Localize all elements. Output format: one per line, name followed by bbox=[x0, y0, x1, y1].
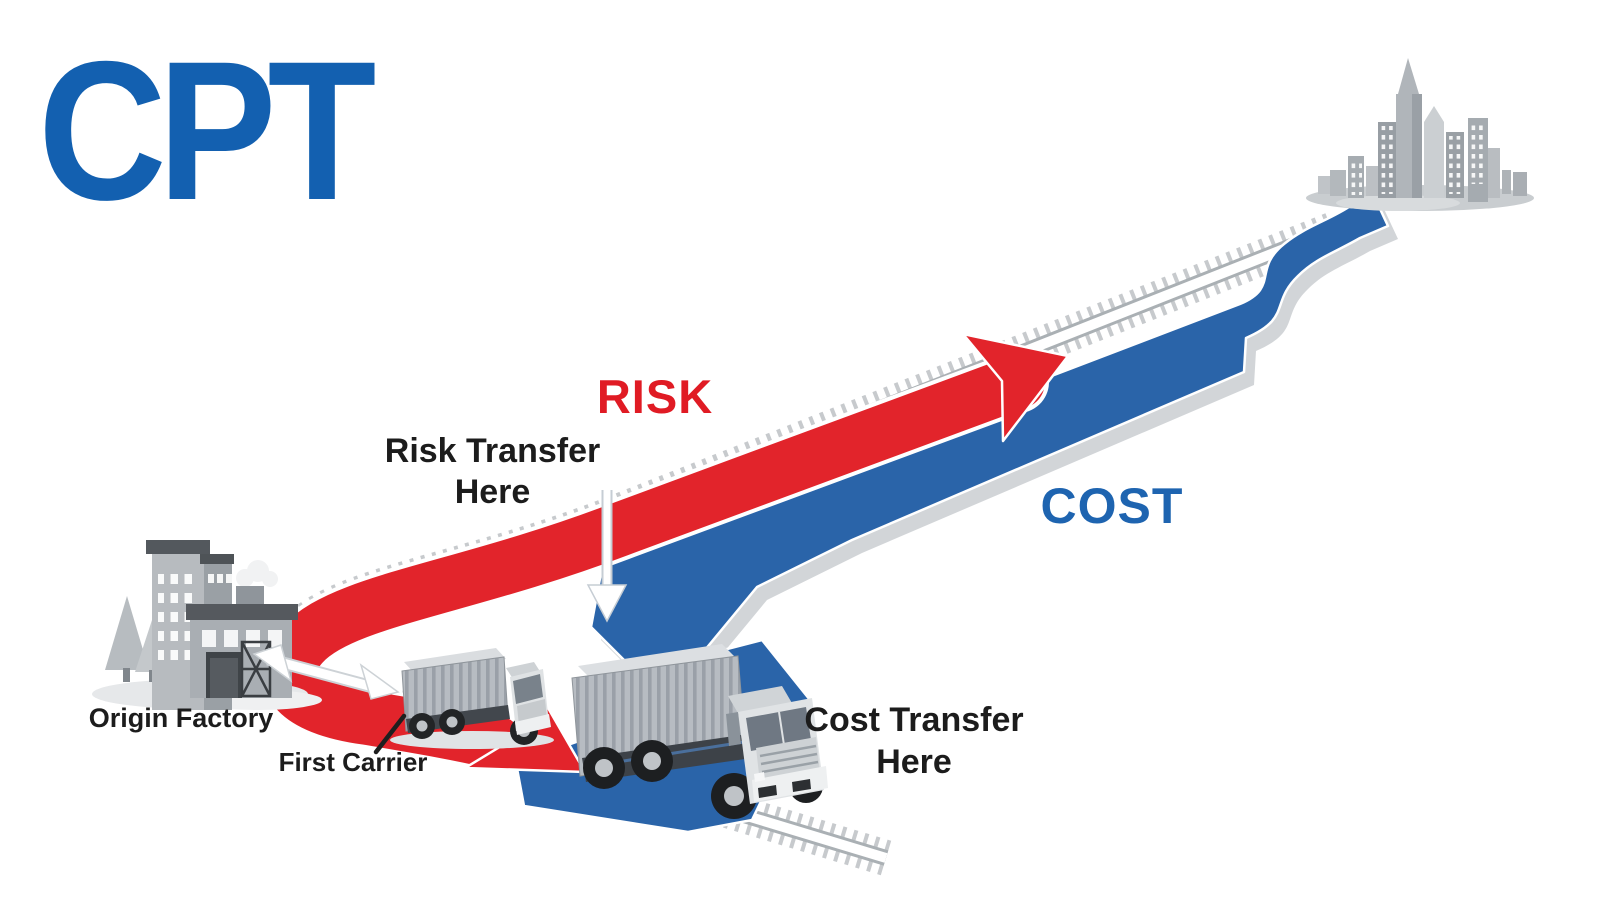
city-building bbox=[1424, 122, 1444, 198]
city-platform-inner bbox=[1336, 195, 1460, 211]
small-truck-wheel-hub bbox=[416, 720, 428, 732]
warehouse-window bbox=[268, 630, 282, 647]
factory-annex-window bbox=[226, 574, 232, 583]
warehouse-garage-inner bbox=[210, 658, 238, 698]
first-carrier-pointer-line bbox=[373, 713, 407, 755]
origin-factory-label: Origin Factory bbox=[88, 703, 274, 733]
risk-label: RISK bbox=[596, 370, 714, 423]
handover-arrowhead-factory bbox=[252, 644, 293, 683]
large-truck-wheel-hub bbox=[643, 752, 661, 770]
city-spire-shade bbox=[1412, 94, 1422, 198]
small-truck-wheel-hub bbox=[446, 716, 458, 728]
warehouse-roof bbox=[186, 604, 298, 620]
factory-annex-roof bbox=[200, 554, 234, 564]
large-truck-bumper-insert bbox=[792, 779, 811, 792]
city-building-windows bbox=[1470, 122, 1486, 184]
first-carrier-label: First Carrier bbox=[278, 747, 428, 777]
factory-tower-roof bbox=[146, 540, 210, 554]
factory-annex-window bbox=[217, 574, 223, 583]
handover-arrow bbox=[252, 644, 400, 700]
risk-arrowhead-destination bbox=[961, 332, 1070, 443]
warehouse-window bbox=[202, 630, 216, 647]
tree-icon bbox=[105, 596, 149, 670]
risk-pointer-head bbox=[586, 584, 628, 623]
risk-transfer-pointer-arrow bbox=[586, 490, 628, 623]
first-carrier-truck bbox=[390, 648, 554, 749]
cost-label: COST bbox=[1040, 478, 1184, 534]
tree-trunk bbox=[149, 670, 154, 682]
large-truck-bumper-insert bbox=[758, 785, 777, 798]
large-truck-wheel-hub bbox=[724, 786, 744, 806]
small-truck-bumper bbox=[515, 714, 551, 735]
factory-annex-window bbox=[208, 574, 214, 583]
large-truck-headlight bbox=[754, 772, 765, 782]
large-truck-wheel-hub bbox=[595, 759, 613, 777]
city-building-windows bbox=[1448, 136, 1462, 194]
page-title: CPT bbox=[38, 20, 376, 241]
risk-transfer-line1: Risk Transfer bbox=[384, 432, 601, 470]
handover-arrowhead-truck bbox=[359, 663, 400, 700]
city-building bbox=[1513, 172, 1527, 196]
large-truck-windshield bbox=[746, 707, 811, 751]
warehouse-window bbox=[224, 630, 238, 647]
tree-trunk bbox=[123, 668, 130, 682]
city-building bbox=[1366, 166, 1378, 196]
origin-factory-illustration bbox=[92, 540, 322, 710]
destination-city-illustration bbox=[1306, 58, 1534, 211]
cost-transfer-line2: Here bbox=[876, 743, 952, 781]
handover-arrow-shaft bbox=[266, 654, 386, 695]
large-truck-container-top bbox=[578, 644, 736, 680]
cost-arrow-band bbox=[589, 194, 1390, 678]
small-truck-windshield bbox=[513, 674, 543, 704]
main-carrier-truck bbox=[571, 644, 828, 819]
city-building-windows bbox=[1380, 126, 1400, 194]
cost-transfer-line1: Cost Transfer bbox=[804, 701, 1024, 739]
loading-gate-frame bbox=[240, 640, 272, 698]
risk-transfer-line2: Here bbox=[454, 473, 531, 511]
city-building bbox=[1488, 148, 1500, 198]
large-truck-grille-slats bbox=[759, 744, 819, 774]
city-building bbox=[1318, 176, 1330, 194]
city-building bbox=[1502, 170, 1511, 194]
city-spire-top bbox=[1398, 58, 1419, 94]
large-truck-side-window bbox=[726, 712, 741, 746]
warehouse-window bbox=[246, 630, 260, 647]
factory-smoke bbox=[262, 571, 278, 587]
city-building-pyramid-top bbox=[1424, 106, 1444, 122]
city-building bbox=[1330, 170, 1346, 196]
large-truck-windshield-divider bbox=[778, 711, 785, 746]
city-building-windows bbox=[1350, 159, 1362, 195]
